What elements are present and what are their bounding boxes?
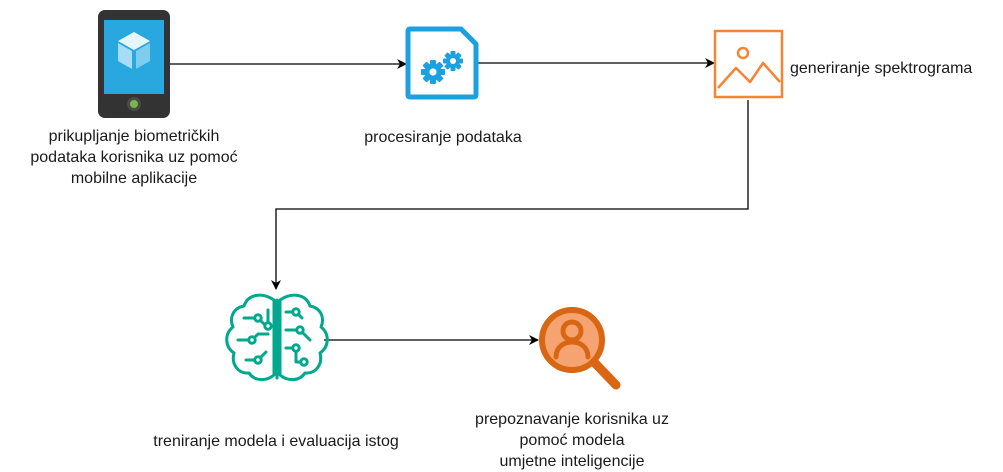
- training-label: treniranje modela i evaluacija istog: [126, 431, 426, 452]
- mobile-label-line-3: mobilne aplikacije: [70, 170, 198, 187]
- spectrogram-label-text: generiranje spektrograma: [790, 60, 973, 77]
- processing-label-text: procesiranje podataka: [364, 129, 522, 146]
- recognition-label: prepoznavanje korisnika uz pomoć modela …: [452, 409, 692, 472]
- gear-small-icon: [443, 51, 463, 71]
- mobile-phone-icon: [98, 10, 170, 118]
- user-search-icon: [539, 307, 621, 390]
- gear-document-icon: [405, 26, 479, 100]
- connectors: [170, 58, 749, 345]
- cube-icon: [118, 32, 150, 69]
- recognition-label-line-1: prepoznavanje korisnika uz: [475, 411, 669, 428]
- training-label-text: treniranje modela i evaluacija istog: [153, 433, 399, 450]
- image-icon: [713, 29, 784, 99]
- mobile-label: prikupljanje biometričkih podataka koris…: [14, 126, 254, 189]
- spectrogram-label: generiranje spektrograma: [790, 58, 1000, 79]
- arrow-spectrogram-to-training: [271, 100, 749, 290]
- mobile-label-line-1: prikupljanje biometričkih: [48, 128, 220, 145]
- brain-circuit-icon: [225, 293, 329, 382]
- gear-large-icon: [421, 60, 445, 84]
- recognition-label-line-2: pomoć modela: [519, 432, 625, 449]
- processing-label: procesiranje podataka: [333, 127, 553, 148]
- recognition-label-line-3: umjetne inteligencije: [499, 453, 645, 470]
- mobile-label-line-2: podataka korisnika uz pomoć: [30, 149, 238, 166]
